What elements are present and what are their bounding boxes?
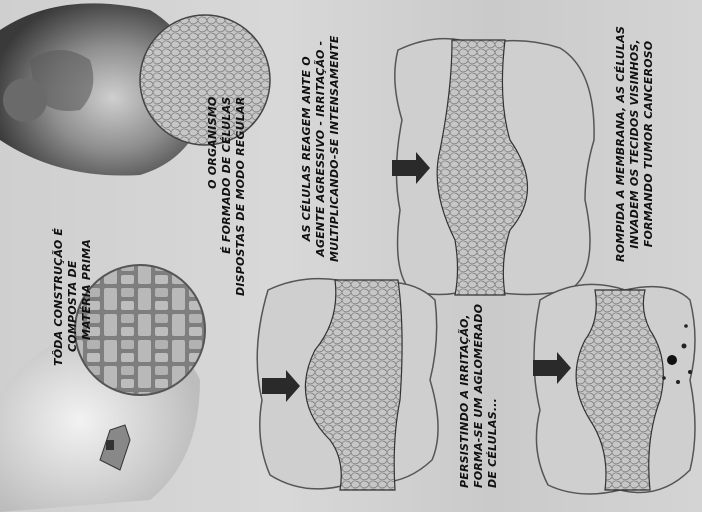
caption-line: É FORMADO DE CÉLULAS: [220, 97, 234, 296]
caption-line: FORMA-SE UM AGLOMERADO: [472, 304, 486, 488]
caption-line: FORMANDO TUMOR CANCEROSO: [642, 26, 656, 262]
caption-materia-prima: TÔDA CONSTRUÇÃO É COMPOSTA DE MATÉRIA PR…: [52, 228, 94, 366]
caption-line: ROMPIDA A MEMBRANA, AS CÉLULAS: [614, 26, 628, 262]
caption-line: AGENTE AGRESSIVO - IRRITAÇÃO -: [314, 35, 328, 262]
caption-line: AS CÉLULAS REAGEM ANTE O: [300, 35, 314, 262]
caption-organismo: O ORGANISMO É FORMADO DE CÉLULAS DISPOST…: [206, 97, 248, 296]
caption-line: INVADEM OS TECIDOS VISINHOS,: [628, 26, 642, 262]
caption-line: MULTIPLICANDO-SE INTENSAMENTE: [328, 35, 342, 262]
construction-illustration: [0, 265, 205, 512]
caption-line: DISPOSTAS DE MODO REGULAR: [234, 97, 248, 296]
caption-aglomerado: PERSISTINDO A IRRITAÇÃO, FORMA-SE UM AGL…: [458, 304, 500, 488]
caption-line: PERSISTINDO A IRRITAÇÃO,: [458, 304, 472, 488]
brick-wall-icon: [75, 265, 205, 395]
caption-tumor: ROMPIDA A MEMBRANA, AS CÉLULAS INVADEM O…: [614, 26, 656, 262]
caption-line: DE CÉLULAS...: [486, 304, 500, 488]
caption-line: TÔDA CONSTRUÇÃO É: [52, 228, 66, 366]
caption-reacao: AS CÉLULAS REAGEM ANTE O AGENTE AGRESSIV…: [300, 35, 342, 262]
tissue-panel-tumor: [534, 284, 695, 494]
caption-line: MATÉRIA PRIMA: [80, 228, 94, 366]
caption-line: COMPOSTA DE: [66, 228, 80, 366]
cell-magnifier-icon: [140, 15, 270, 145]
caption-line: O ORGANISMO: [206, 97, 220, 296]
